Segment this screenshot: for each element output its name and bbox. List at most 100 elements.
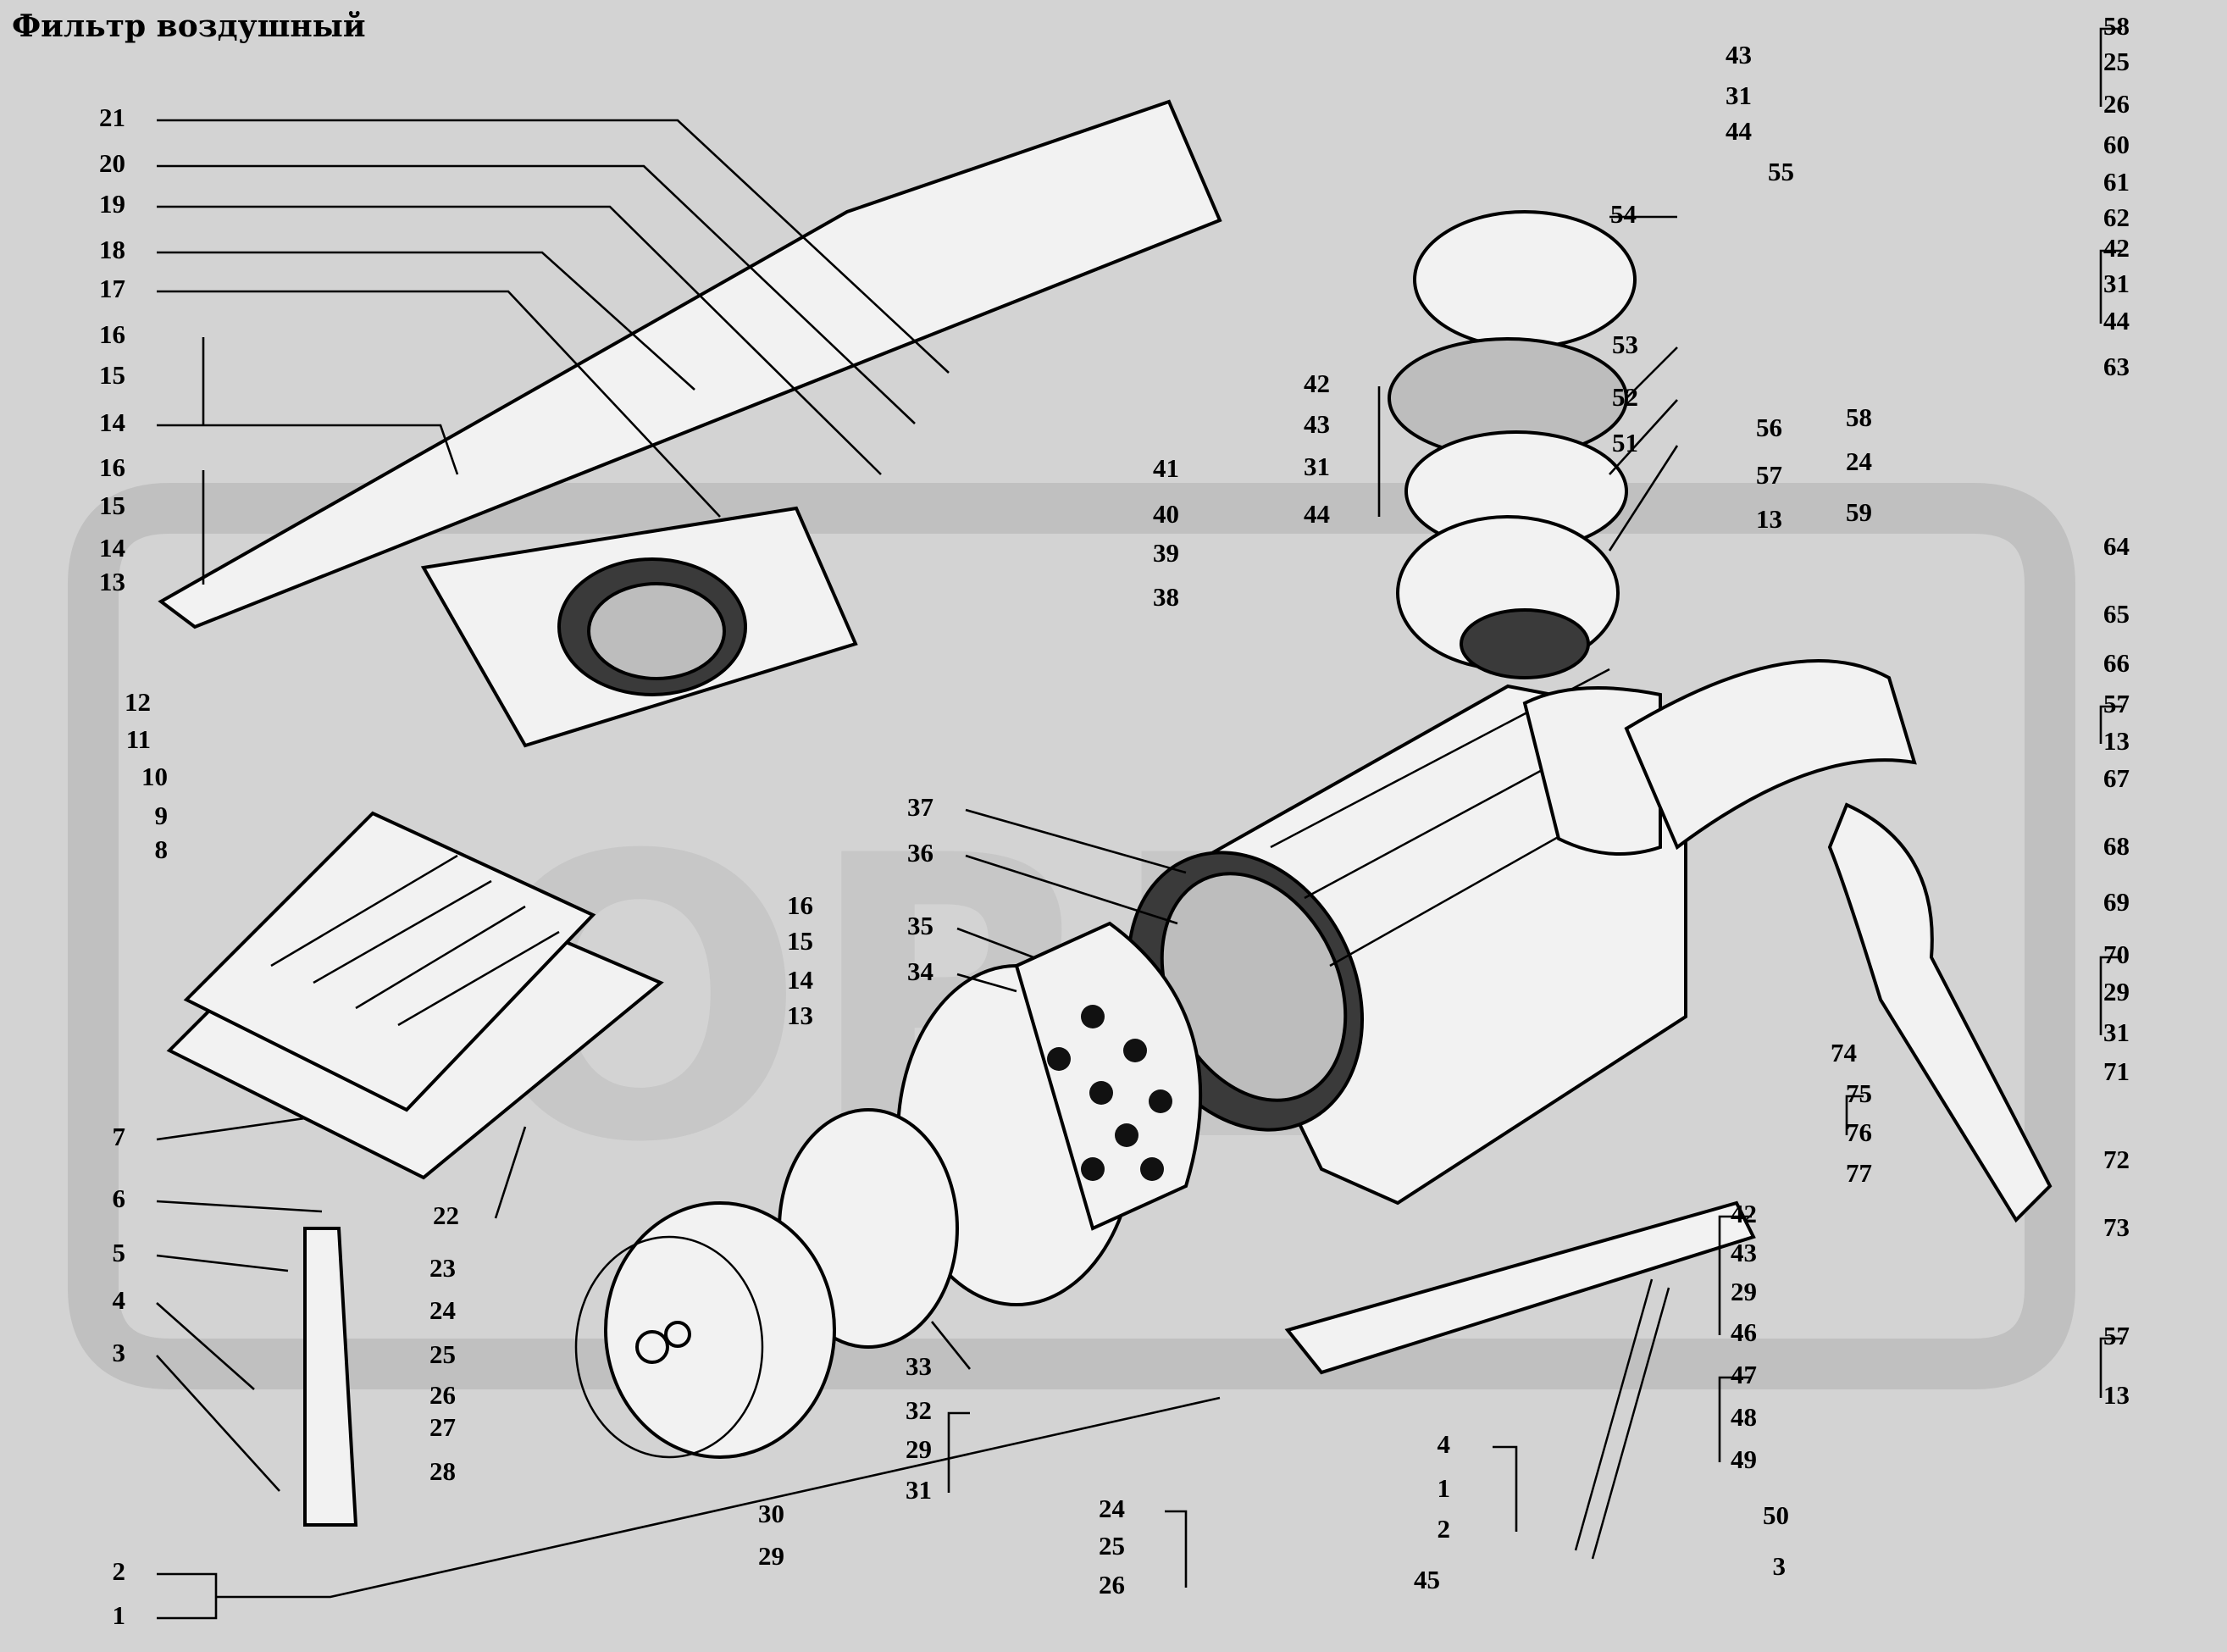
callout-4: 4 [1438, 1429, 1451, 1459]
callout-54: 54 [1610, 199, 1637, 229]
callout-13: 13 [2103, 1380, 2130, 1410]
callout-33: 33 [906, 1351, 932, 1381]
callout-69: 69 [2103, 887, 2130, 917]
callout-26: 26 [2103, 89, 2130, 119]
callout-50: 50 [1763, 1500, 1789, 1530]
callout-25: 25 [1099, 1531, 1125, 1561]
callout-72: 72 [2103, 1145, 2130, 1174]
callout-73: 73 [2103, 1212, 2130, 1242]
callout-14: 14 [787, 965, 813, 995]
callout-34: 34 [907, 956, 933, 986]
callout-3: 3 [1773, 1551, 1787, 1581]
callout-55: 55 [1768, 157, 1794, 186]
callout-44: 44 [1726, 116, 1752, 146]
callout-10: 10 [141, 762, 168, 791]
callout-48: 48 [1731, 1402, 1757, 1432]
callout-57: 57 [2103, 1321, 2130, 1350]
callout-61: 61 [2103, 167, 2130, 197]
callout-7: 7 [113, 1122, 126, 1151]
tube-block [166, 811, 664, 1180]
callout-27: 27 [429, 1412, 456, 1442]
callout-52: 52 [1612, 382, 1638, 412]
leader-lines [156, 27, 2122, 1620]
callout-39: 39 [1153, 538, 1179, 568]
callout-16: 16 [99, 319, 125, 349]
callout-30: 30 [758, 1499, 784, 1528]
callout-35: 35 [907, 911, 933, 940]
callout-6: 6 [113, 1184, 126, 1213]
callout-70: 70 [2103, 940, 2130, 969]
callout-29: 29 [1731, 1277, 1757, 1306]
callout-74: 74 [1831, 1038, 1857, 1067]
callout-71: 71 [2103, 1056, 2130, 1086]
top-shroud [158, 99, 1222, 629]
callout-16: 16 [787, 890, 813, 920]
callout-42: 42 [1731, 1199, 1757, 1228]
callout-2: 2 [1438, 1514, 1451, 1544]
callout-32: 32 [906, 1395, 932, 1425]
callout-25: 25 [2103, 47, 2130, 76]
callout-49: 49 [1731, 1444, 1757, 1474]
callout-11: 11 [126, 724, 151, 754]
callout-29: 29 [2103, 977, 2130, 1006]
callout-31: 31 [1726, 80, 1752, 110]
callout-24: 24 [429, 1295, 456, 1325]
callout-9: 9 [155, 801, 169, 830]
callout-42: 42 [1304, 369, 1330, 398]
callout-2: 2 [113, 1556, 126, 1586]
callout-12: 12 [125, 687, 151, 717]
callout-75: 75 [1846, 1078, 1872, 1108]
callout-15: 15 [99, 360, 125, 390]
callout-labels: 1234567891011121314151614151617181920212… [99, 11, 2130, 1630]
callout-43: 43 [1726, 40, 1752, 69]
perforated-cylinder [896, 921, 1203, 1306]
callout-29: 29 [758, 1541, 784, 1571]
callout-43: 43 [1304, 409, 1330, 439]
callout-38: 38 [1153, 582, 1179, 612]
callout-60: 60 [2103, 130, 2130, 159]
callout-31: 31 [2103, 1017, 2130, 1047]
callout-58: 58 [1846, 402, 1872, 432]
callout-53: 53 [1612, 330, 1638, 359]
callout-56: 56 [1756, 413, 1782, 442]
callout-26: 26 [1099, 1570, 1125, 1599]
callout-24: 24 [1846, 446, 1872, 476]
hose-lower-left [303, 1227, 358, 1527]
precleaner [1388, 210, 1637, 679]
callout-44: 44 [2103, 306, 2130, 335]
callout-44: 44 [1304, 499, 1330, 529]
callout-67: 67 [2103, 763, 2130, 793]
callout-17: 17 [99, 274, 125, 303]
callout-4: 4 [113, 1285, 126, 1315]
callout-5: 5 [113, 1238, 126, 1267]
callout-63: 63 [2103, 352, 2130, 381]
callout-68: 68 [2103, 831, 2130, 861]
callout-43: 43 [1731, 1238, 1757, 1267]
callout-58: 58 [2103, 11, 2130, 41]
callout-21: 21 [99, 103, 125, 132]
callout-31: 31 [906, 1475, 932, 1505]
callout-16: 16 [99, 452, 125, 482]
callout-13: 13 [787, 1001, 813, 1030]
callout-47: 47 [1731, 1360, 1757, 1389]
callout-36: 36 [907, 838, 933, 868]
callout-57: 57 [2103, 689, 2130, 718]
callout-76: 76 [1846, 1117, 1872, 1147]
callout-14: 14 [99, 533, 125, 563]
cover-30 [574, 1201, 836, 1459]
callout-42: 42 [2103, 233, 2130, 263]
callout-59: 59 [1846, 497, 1872, 527]
callout-77: 77 [1846, 1158, 1872, 1188]
callout-31: 31 [1304, 452, 1330, 481]
callout-13: 13 [1756, 504, 1782, 534]
intake-pipe [1624, 659, 2052, 1223]
callout-37: 37 [907, 792, 933, 822]
callout-15: 15 [787, 926, 813, 956]
callout-45: 45 [1414, 1565, 1440, 1594]
callout-13: 13 [2103, 726, 2130, 756]
callout-22: 22 [433, 1200, 459, 1230]
top-plate [420, 506, 858, 748]
callout-13: 13 [99, 567, 125, 596]
callout-62: 62 [2103, 202, 2130, 232]
filter-housing [1127, 668, 1687, 1206]
